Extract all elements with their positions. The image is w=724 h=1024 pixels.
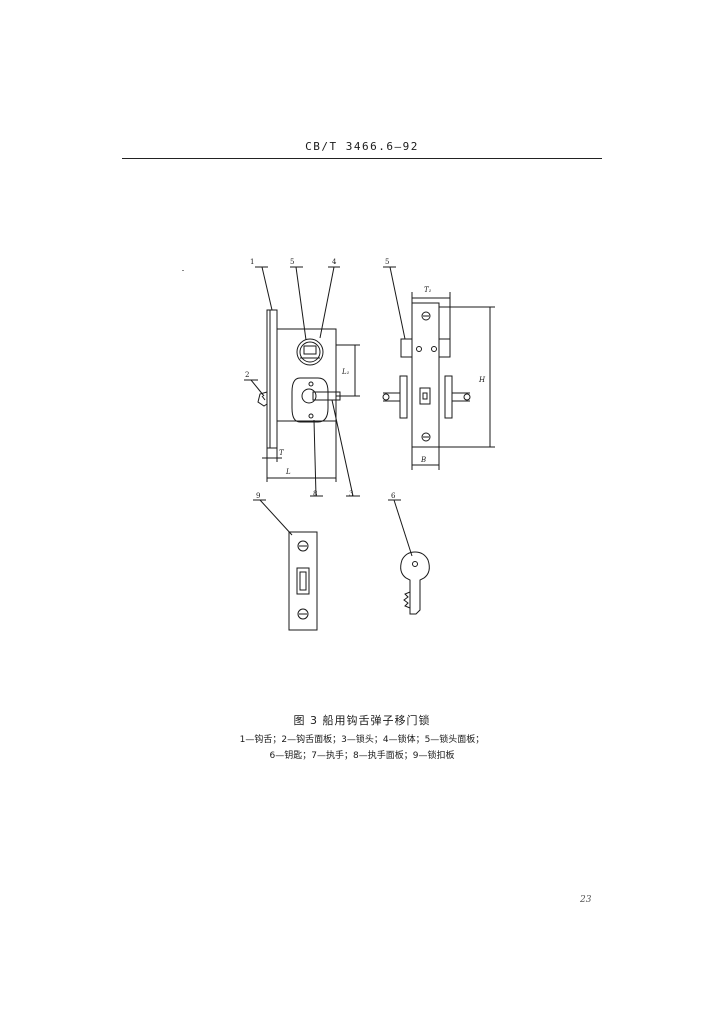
front-faceplate xyxy=(266,309,278,449)
dim-label-H: H xyxy=(479,376,486,384)
label-9: 9 xyxy=(256,492,261,500)
front-view xyxy=(244,266,360,497)
figure-legend-line-1: 1—钩舌；2—钩舌面板；3—锁头；4—锁体；5—锁头面板； xyxy=(239,735,485,745)
label-1: 2 xyxy=(245,371,250,379)
label-4: 4 xyxy=(332,258,337,266)
page-number: 23 xyxy=(580,895,592,905)
header-rule xyxy=(122,158,602,159)
figure-caption-title: 图 3 船用钩舌弹子移门锁 xyxy=(293,714,431,727)
dim-label-T: T xyxy=(279,449,284,457)
key-drawing xyxy=(388,499,430,615)
dim-label-B: B xyxy=(421,456,427,464)
handle-plate xyxy=(291,377,329,423)
dim-label-L: L xyxy=(286,468,291,476)
label-7: 3 xyxy=(349,490,354,498)
label-6: 6 xyxy=(391,492,396,500)
label-8: 8 xyxy=(313,490,318,498)
label-3: 1 xyxy=(250,258,255,266)
side-handle-plate xyxy=(399,375,408,419)
strike-plate xyxy=(253,499,318,631)
dim-label-T1: T₁ xyxy=(424,286,432,294)
side-lock-body xyxy=(411,302,440,448)
figure-legend-line-2: 6—钥匙；7—执手；8—执手面板；9—锁扣板 xyxy=(269,751,455,761)
side-view xyxy=(382,266,495,470)
label-5b: 5 xyxy=(385,258,390,266)
side-lock-head xyxy=(400,338,413,358)
standard-code: CB/T 3466.6—92 xyxy=(305,140,419,153)
front-lock-body xyxy=(276,328,337,422)
label-5: 5 xyxy=(290,258,295,266)
lever-handle xyxy=(301,388,341,404)
dim-label-L1: L₁ xyxy=(342,368,350,376)
lock-cylinder xyxy=(296,338,324,366)
scan-speck xyxy=(182,270,184,271)
